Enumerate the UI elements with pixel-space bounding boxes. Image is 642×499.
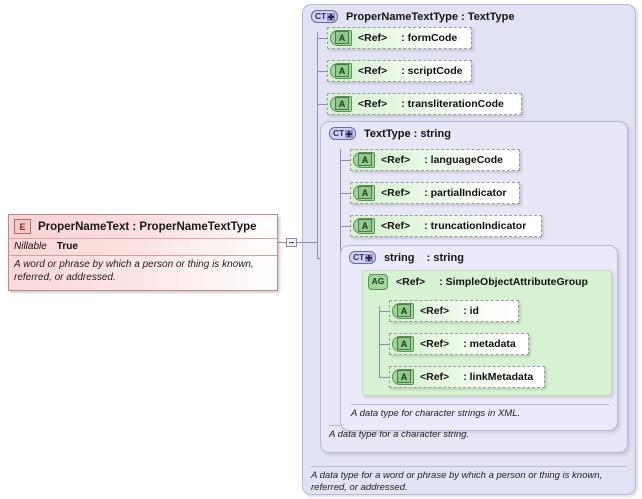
attributegroup-name: : SimpleObjectAttributeGroup bbox=[439, 276, 588, 288]
attribute-languagecode[interactable]: A <Ref> : languageCode bbox=[350, 149, 520, 171]
attribute-name: : id bbox=[463, 305, 479, 317]
attribute-transliterationcode[interactable]: A <Ref> : transliterationCode bbox=[327, 93, 522, 115]
tree-trunk-1 bbox=[317, 32, 318, 258]
attributegroup-header: AG <Ref> : SimpleObjectAttributeGroup bbox=[366, 274, 588, 290]
expand-plus-icon[interactable] bbox=[344, 129, 353, 138]
attribute-name: : partialIndicator bbox=[424, 187, 507, 199]
attribute-icon: A bbox=[353, 152, 375, 168]
tree-branch bbox=[379, 344, 389, 345]
element-header: E ProperNameText : ProperNameTextType bbox=[9, 215, 277, 239]
element-propernametext[interactable]: E ProperNameText : ProperNameTextType Ni… bbox=[8, 214, 278, 291]
attribute-ref: <Ref> bbox=[358, 65, 388, 77]
attribute-icon: A bbox=[330, 63, 352, 79]
tree-branch bbox=[379, 377, 389, 378]
attribute-name: : scriptCode bbox=[401, 65, 463, 77]
expand-plus-icon[interactable] bbox=[364, 253, 373, 262]
element-title: ProperNameText : ProperNameTextType bbox=[38, 220, 257, 233]
attribute-ref: <Ref> bbox=[381, 187, 411, 199]
expand-plus-icon[interactable] bbox=[326, 12, 335, 21]
attribute-truncationindicator[interactable]: A <Ref> : truncationIndicator bbox=[350, 215, 542, 237]
attribute-icon: A bbox=[392, 303, 414, 319]
attribute-ref: <Ref> bbox=[358, 98, 388, 110]
element-property-nillable: Nillable True bbox=[9, 239, 277, 256]
tree-branch bbox=[317, 104, 327, 105]
attribute-icon: A bbox=[392, 369, 414, 385]
property-value: True bbox=[56, 241, 78, 252]
attribute-ref: <Ref> bbox=[358, 32, 388, 44]
attribute-icon: A bbox=[330, 30, 352, 46]
tree-branch bbox=[317, 71, 327, 72]
attribute-id[interactable]: A <Ref> : id bbox=[389, 300, 519, 322]
attribute-ref: <Ref> bbox=[381, 154, 411, 166]
complextype-header-1: CT ProperNameTextType : TextType bbox=[311, 10, 514, 23]
attribute-metadata[interactable]: A <Ref> : metadata bbox=[389, 333, 529, 355]
attribute-name: : languageCode bbox=[424, 154, 503, 166]
attribute-name: : formCode bbox=[401, 32, 458, 44]
tree-trunk-3 bbox=[379, 306, 380, 378]
attribute-ref: <Ref> bbox=[420, 371, 450, 383]
attribute-icon: A bbox=[392, 336, 414, 352]
complextype-doc-3: A data type for character strings in XML… bbox=[351, 404, 609, 420]
tree-branch bbox=[340, 193, 350, 194]
attribute-icon: A bbox=[353, 185, 375, 201]
tree-trunk-2 bbox=[340, 149, 341, 266]
attribute-ref: <Ref> bbox=[420, 338, 450, 350]
attribute-ref: <Ref> bbox=[420, 305, 450, 317]
attribute-icon: A bbox=[353, 218, 375, 234]
attribute-name: : truncationIndicator bbox=[424, 220, 527, 232]
tree-branch bbox=[379, 311, 389, 312]
attribute-partialindicator[interactable]: A <Ref> : partialIndicator bbox=[350, 182, 520, 204]
complextype-header-3: CT string : string bbox=[349, 251, 464, 264]
attributegroup-ref: <Ref> bbox=[396, 276, 426, 288]
complextype-title-1: ProperNameTextType : TextType bbox=[345, 10, 515, 23]
attributegroup-icon: AG bbox=[368, 274, 390, 290]
tree-branch bbox=[340, 226, 350, 227]
complextype-icon[interactable]: CT bbox=[311, 10, 338, 23]
property-key: Nillable bbox=[14, 241, 47, 252]
attribute-name: : transliterationCode bbox=[401, 98, 504, 110]
attribute-name: : metadata bbox=[463, 338, 516, 350]
connector-line-left bbox=[278, 242, 286, 243]
tree-branch bbox=[340, 160, 350, 161]
attribute-ref: <Ref> bbox=[381, 220, 411, 232]
attribute-linkmetadata[interactable]: A <Ref> : linkMetadata bbox=[389, 366, 545, 388]
connector-expander[interactable] bbox=[286, 238, 297, 247]
attribute-scriptcode[interactable]: A <Ref> : scriptCode bbox=[327, 60, 472, 82]
attribute-name: : linkMetadata bbox=[463, 371, 534, 383]
element-documentation: A word or phrase by which a person or th… bbox=[9, 256, 277, 290]
complextype-title-2: TextType : string bbox=[363, 127, 451, 140]
element-icon: E bbox=[14, 219, 31, 234]
connector-line-right bbox=[297, 242, 317, 243]
complextype-icon[interactable]: CT bbox=[329, 127, 356, 140]
tree-branch bbox=[317, 38, 327, 39]
complextype-header-2: CT TextType : string bbox=[329, 127, 451, 140]
attribute-formcode[interactable]: A <Ref> : formCode bbox=[327, 27, 472, 49]
attribute-icon: A bbox=[330, 96, 352, 112]
complextype-title-3: string : string bbox=[383, 251, 464, 264]
complextype-doc-1: A data type for a word or phrase by whic… bbox=[311, 466, 627, 495]
complextype-icon[interactable]: CT bbox=[349, 251, 376, 264]
